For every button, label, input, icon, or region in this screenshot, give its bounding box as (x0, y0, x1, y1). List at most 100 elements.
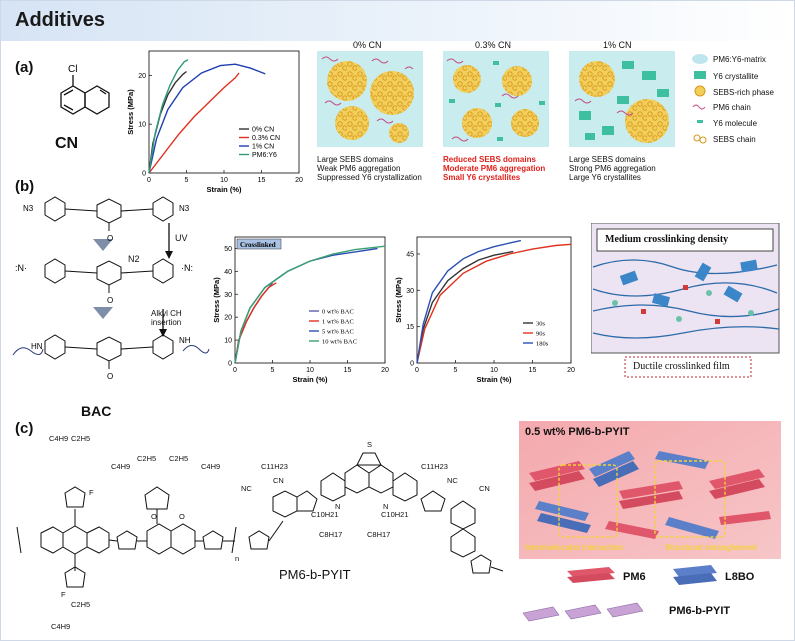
svg-text:·N:: ·N: (181, 263, 193, 273)
x-tick-label: 15 (258, 177, 266, 184)
svg-text:NH: NH (179, 336, 191, 345)
pm6-chain-icon (692, 104, 706, 110)
legend-sebs-chain: SEBS chain (713, 135, 756, 144)
legend-label: 10 wt% BAC (322, 339, 357, 346)
x-axis-label: Strain (%) (476, 375, 512, 384)
atom-label-n-repeat: n (235, 554, 239, 563)
morphology-schematics (317, 51, 675, 147)
morph-title-0cn: 0% CN (353, 40, 382, 50)
y-tick-label: 40 (224, 269, 232, 276)
atom-label-n-left: N (335, 502, 340, 511)
x-axis-label: Strain (%) (206, 185, 242, 194)
chain-label-c4h9-3: C4H9 (201, 462, 220, 471)
crosslink-title-box (596, 228, 774, 252)
morph-caption-03cn: Reduced SEBS domains Moderate PM6 aggreg… (443, 155, 546, 182)
y-axis-label: Stress (MPa) (394, 277, 403, 323)
y-tick-label: 15 (406, 324, 414, 331)
atom-label-n-right: N (383, 502, 388, 511)
y6-molecule-icon (697, 120, 703, 123)
n2-label: N2 (128, 254, 140, 264)
panel-b-label: (b) (15, 178, 35, 195)
legend-sebs-phase: SEBS-rich phase (713, 88, 774, 97)
x-tick-label: 0 (233, 367, 237, 374)
legend-l8bo: L8BO (725, 571, 755, 583)
svg-text:O: O (107, 234, 113, 243)
x-tick-label: 20 (567, 367, 575, 374)
chain-label-c8h17-right: C8H17 (367, 530, 390, 539)
anno-entanglement: Structural entanglement (665, 543, 758, 552)
series-line (234, 282, 277, 364)
legend-label: 1 wt% BAC (322, 319, 354, 326)
y-tick-label: 20 (138, 73, 146, 80)
y-tick-label: 50 (224, 246, 232, 253)
series-line (148, 59, 189, 174)
x-tick-label: 15 (344, 367, 352, 374)
legend-label: 180s (536, 341, 549, 348)
svg-text:O: O (107, 296, 113, 305)
x-tick-label: 5 (271, 367, 275, 374)
x-tick-label: 15 (529, 367, 537, 374)
morph-caption-0cn: Large SEBS domains Weak PM6 aggregation … (317, 155, 422, 182)
plot-area (234, 236, 386, 364)
series-line (234, 247, 378, 364)
morph-title-1cn: 1% CN (603, 40, 632, 50)
chain-label-c2h5-1: C2H5 (71, 434, 90, 443)
chain-label-c2h5-3: C2H5 (169, 454, 188, 463)
legend-label: 0 wt% BAC (322, 309, 354, 316)
morph-caption-1cn: Large SEBS domains Strong PM6 aggregatio… (569, 155, 656, 182)
atom-label-f-bottom: F (61, 590, 66, 599)
y-tick-label: 20 (224, 315, 232, 322)
series-line (148, 70, 187, 174)
y-axis-label: Stress (MPa) (126, 89, 135, 135)
x-tick-label: 0 (415, 367, 419, 374)
matrix-icon (692, 54, 708, 64)
n3-label-right: N3 (179, 204, 190, 213)
atom-label-cn-right: CN (479, 484, 490, 493)
x-tick-label: 5 (185, 177, 189, 184)
pm6-legend-icon (567, 567, 615, 577)
legend-label: 90s (536, 331, 546, 338)
series-line (234, 282, 274, 364)
crosslink-schematic (591, 223, 780, 378)
chart-title-badge (236, 238, 282, 250)
chart-title: Crosslinked (240, 241, 276, 249)
polymer-name: PM6-b-PYIT (279, 567, 351, 582)
panel-c-label: (c) (15, 420, 34, 437)
atom-label-s-top: S (367, 440, 372, 449)
y-tick-label: 10 (138, 122, 146, 129)
uv-label: UV (175, 233, 188, 243)
series-line (148, 72, 240, 174)
copolymer-legend-icon (522, 606, 560, 622)
atom-label-cn-left: CN (273, 476, 284, 485)
series-line (416, 243, 572, 364)
y-tick-label: 30 (406, 288, 414, 295)
legend-pm6: PM6 (623, 571, 646, 583)
morph-title-03cn: 0.3% CN (475, 40, 512, 50)
sebs-chain-icon (693, 134, 701, 142)
chain-label-c10h21-left: C10H21 (311, 510, 339, 519)
atom-label-nc-left: NC (241, 484, 252, 493)
bac-molecule-name: BAC (81, 403, 112, 419)
chain-label-c11h23-right: C11H23 (421, 462, 448, 471)
legend-label: PM6:Y6 (252, 152, 277, 159)
y-tick-label: 10 (224, 338, 232, 345)
y-tick-label: 0 (142, 171, 146, 178)
y-tick-label: 30 (224, 292, 232, 299)
anno-intermolecular: Intermolecular interaction (525, 543, 624, 552)
legend-crystallite: Y6 crystallite (713, 72, 759, 81)
legend-label: 0% CN (252, 127, 274, 134)
sebs-phase-icon (694, 85, 706, 97)
x-tick-label: 0 (147, 177, 151, 184)
legend-pm6-chain: PM6 chain (713, 103, 751, 112)
cn-molecule-structure: Cl (60, 64, 110, 115)
interaction-highlight (558, 464, 618, 538)
legend-label: 30s (536, 321, 546, 328)
x-axis-label: Strain (%) (292, 375, 328, 384)
svg-text:O: O (107, 372, 113, 381)
series-line (148, 63, 266, 174)
y-tick-label: 0 (228, 361, 232, 368)
